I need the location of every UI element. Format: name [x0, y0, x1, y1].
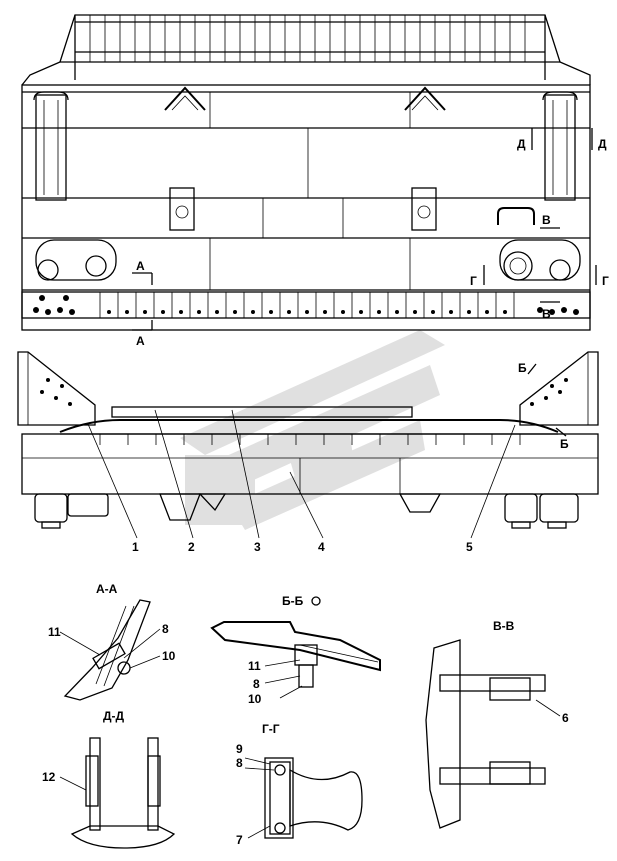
gg-callout-8: 8: [236, 756, 243, 770]
svg-text:Б: Б: [518, 361, 527, 375]
svg-text:Г: Г: [470, 274, 477, 288]
vv-callout-6: 6: [562, 711, 569, 725]
aa-callout-11: 11: [48, 625, 61, 639]
callout-4: 4: [318, 540, 325, 554]
bolt-row: [107, 310, 507, 314]
svg-text:Г: Г: [602, 274, 609, 288]
section-aa: А-А 11 8 10: [48, 582, 176, 701]
svg-text:А: А: [136, 259, 145, 273]
section-mark-v-upper: В: [540, 213, 560, 229]
section-mark-b-upper: Б: [518, 361, 537, 375]
svg-text:В: В: [542, 307, 551, 321]
section-vv: В-В 6: [425, 619, 569, 829]
dd-callout-12: 12: [42, 770, 56, 784]
section-dd-title: Д-Д: [103, 709, 125, 723]
aa-callout-10: 10: [162, 649, 176, 663]
left-wedge-bolts: [40, 378, 72, 406]
front-view: Б Б 1 2 3 4 5: [17, 351, 599, 554]
left-bolt-cluster: [33, 295, 75, 315]
section-mark-a-upper: А: [132, 259, 153, 285]
section-mark-d-left: Д: [517, 128, 533, 151]
watermark-logo: [180, 330, 445, 530]
svg-text:Д: Д: [517, 137, 526, 151]
callout-leaders: [87, 409, 516, 539]
front-teeth: [99, 434, 521, 445]
callout-5: 5: [466, 540, 473, 554]
bb-callout-8: 8: [253, 677, 260, 691]
section-aa-title: А-А: [96, 582, 118, 596]
section-mark-a-lower: А: [132, 320, 153, 348]
section-gg-title: Г-Г: [262, 722, 280, 736]
aa-callout-8: 8: [162, 622, 169, 636]
section-mark-g-left: Г: [470, 265, 485, 288]
svg-text:А: А: [136, 334, 145, 348]
section-mark-v-lower: В: [540, 301, 560, 321]
right-wedge-bolts: [530, 378, 568, 406]
bb-callout-10: 10: [248, 692, 262, 706]
rail-bars: [89, 15, 526, 62]
section-bb: Б-Б 11 8 10: [210, 594, 381, 706]
callout-2: 2: [188, 540, 195, 554]
tooth-row: [99, 292, 515, 318]
right-bolt-cluster: [537, 307, 579, 315]
section-mark-b-lower: Б: [555, 427, 569, 451]
svg-text:Д: Д: [598, 137, 607, 151]
gg-callout-7: 7: [236, 833, 243, 847]
section-vv-title: В-В: [493, 619, 515, 633]
bb-callout-11: 11: [248, 659, 261, 673]
section-mark-g-right: Г: [595, 265, 609, 288]
callout-1: 1: [132, 540, 139, 554]
section-bb-title: Б-Б: [282, 594, 304, 608]
section-bb-circle-mark: [311, 596, 321, 606]
svg-text:В: В: [542, 213, 551, 227]
plan-view: А А Д Д В В Г Г: [21, 14, 609, 348]
section-dd: Д-Д 12: [42, 709, 176, 849]
callout-3: 3: [254, 540, 261, 554]
section-gg: Г-Г 9 8 7: [236, 722, 363, 847]
section-mark-d-right: Д: [591, 128, 607, 151]
svg-text:Б: Б: [560, 437, 569, 451]
gg-callout-9: 9: [236, 742, 243, 756]
